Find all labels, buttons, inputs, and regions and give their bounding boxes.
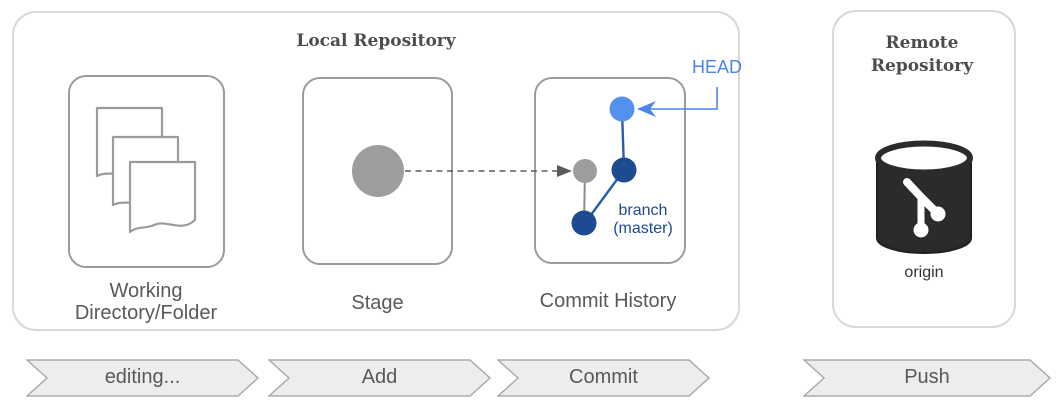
- origin-label: origin: [904, 264, 944, 281]
- step-push-arrow: [803, 359, 1051, 397]
- step-add-arrow: [268, 359, 491, 397]
- stacked-documents-icon: [95, 106, 197, 234]
- commit-history-label: Commit History: [539, 290, 677, 312]
- staged-snapshot-dot: [352, 145, 404, 197]
- branch-master-label: branch (master): [613, 202, 673, 237]
- step-commit-arrow: [497, 359, 710, 397]
- working-directory-label: Working Directory/Folder: [74, 280, 218, 324]
- step-push-label: Push: [904, 366, 950, 388]
- step-editing-arrow: [26, 359, 259, 397]
- head-label: HEAD: [692, 57, 743, 77]
- database-cylinder-icon: [875, 140, 973, 254]
- step-commit-label: Commit: [569, 366, 638, 388]
- remote-repository-title: Remote Repository: [870, 33, 974, 76]
- step-editing-label: editing...: [104, 366, 181, 388]
- stage-label: Stage: [351, 292, 404, 314]
- step-add-label: Add: [361, 366, 398, 388]
- git-branch-icon: [903, 178, 939, 229]
- local-repository-title: Local Repository: [296, 31, 456, 51]
